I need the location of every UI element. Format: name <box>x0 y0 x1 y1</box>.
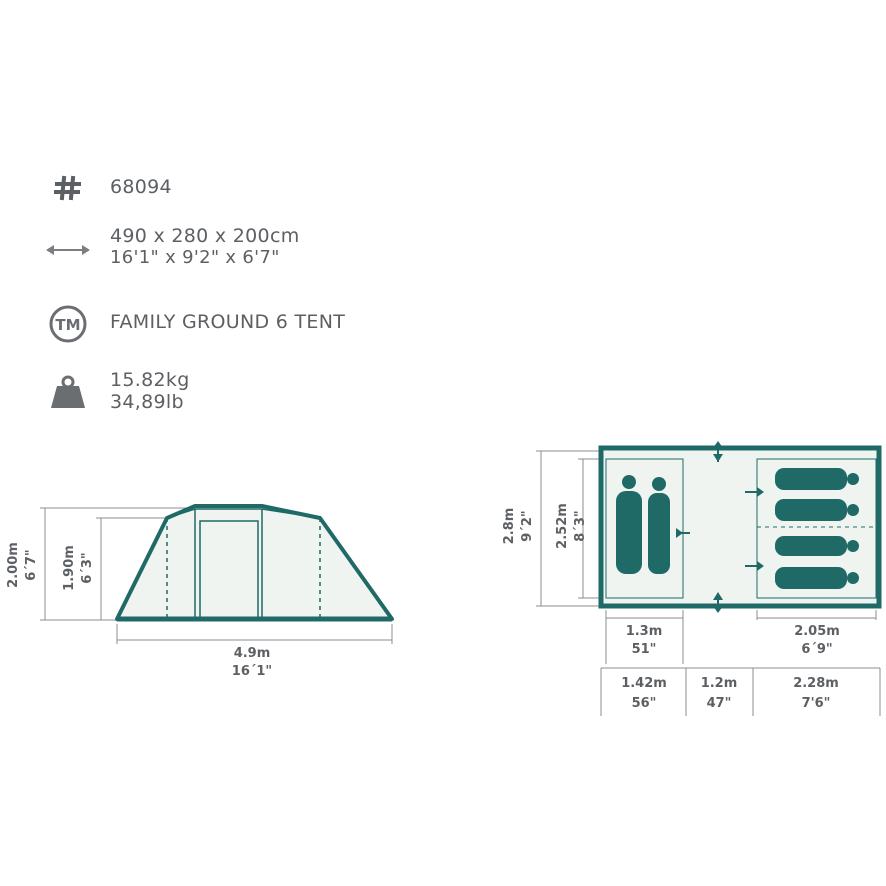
dimensions-metric: 490 x 280 x 200cm <box>110 225 300 247</box>
side-inner-height-imperial: 6´3" <box>80 552 95 583</box>
section-left-metric: 1.42m <box>621 676 667 691</box>
side-outer-height-metric: 2.00m <box>6 542 21 588</box>
room-left-metric: 1.3m <box>626 624 663 639</box>
section-middle-imperial: 47" <box>707 696 732 711</box>
weight-metric: 15.82kg <box>110 369 190 391</box>
room-left-imperial: 51" <box>632 642 657 657</box>
room-right-metric: 2.05m <box>794 624 840 639</box>
article-number: 68094 <box>110 176 172 198</box>
side-outer-height-imperial: 6´7" <box>24 549 39 580</box>
double-arrow-icon <box>44 230 92 270</box>
side-view: 2.00m 6´7" 1.90m 6´3" 4.9m 16´1" <box>6 504 394 679</box>
plan-inner-width-metric: 2.52m <box>555 503 570 549</box>
trademark-icon-text: TM <box>55 316 80 334</box>
plan-outer-width-metric: 2.8m <box>502 508 517 545</box>
weight-icon <box>44 372 92 412</box>
plan-inner-width-imperial: 8´3" <box>573 510 588 541</box>
section-right-imperial: 7'6" <box>802 696 831 711</box>
section-middle-metric: 1.2m <box>701 676 738 691</box>
side-length-metric: 4.9m <box>234 646 271 661</box>
room-right-imperial: 6´9" <box>801 642 832 657</box>
sleeping-bag-icon <box>616 475 670 574</box>
dimensions-imperial: 16'1" x 9'2" x 6'7" <box>110 247 280 268</box>
sleeping-bag-icon <box>775 468 859 589</box>
weight-imperial: 34,89lb <box>110 391 184 413</box>
plan-outer-width-imperial: 9´2" <box>520 510 535 541</box>
side-inner-height-metric: 1.90m <box>62 545 77 591</box>
trademark-icon: TM <box>44 304 92 344</box>
section-right-metric: 2.28m <box>793 676 839 691</box>
hash-icon <box>44 168 92 208</box>
model-name: FAMILY GROUND 6 TENT <box>110 311 346 333</box>
floor-plan: 2.8m 9´2" 2.52m 8´3" 1.3m 51" 2.05m 6´9"… <box>502 441 882 716</box>
side-length-imperial: 16´1" <box>232 664 272 679</box>
section-left-imperial: 56" <box>632 696 657 711</box>
